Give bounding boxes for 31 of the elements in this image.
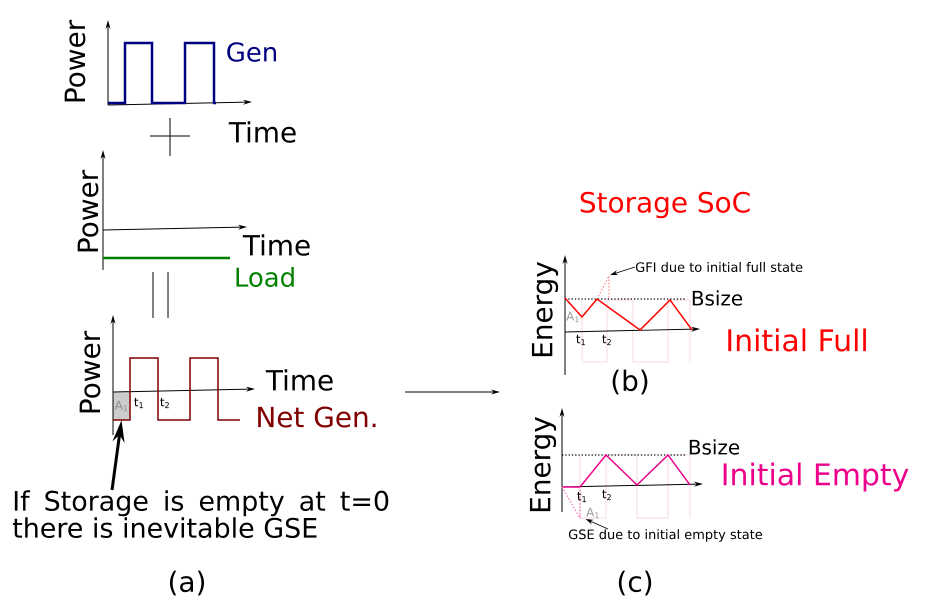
- label: Bsize: [690, 439, 740, 455]
- note-text: If Storage is empty at t=0 there is inevitable GSE: [12, 490, 388, 538]
- label: Time: [242, 234, 310, 256]
- label: A$_{1}$: [566, 312, 579, 322]
- area-label: A$_{1}$: [586, 508, 599, 518]
- label: Load: [236, 266, 294, 287]
- label: (b): [612, 370, 648, 394]
- label: Storage SoC: [580, 192, 750, 218]
- label: (c): [618, 570, 652, 596]
- label: Initial Empty: [724, 462, 908, 492]
- label: Initial Full: [728, 328, 866, 352]
- label: t$_{2}$: [160, 398, 169, 408]
- label: t$_{1}$: [576, 334, 585, 346]
- axis-label: Power: [80, 330, 100, 412]
- label: t$_{1}$: [134, 398, 143, 408]
- label: Time: [228, 121, 296, 143]
- label: (a): [170, 570, 204, 596]
- axis-label: Energy: [532, 262, 558, 356]
- callout-text: GSE due to initial empty state: [568, 529, 762, 542]
- label: Time: [266, 369, 333, 391]
- axis-label: Power: [64, 20, 86, 102]
- callout-text: GFI due to initial full state: [636, 262, 802, 272]
- axis-label: Energy: [530, 416, 556, 512]
- shaded-area-label: A$_{1}$: [114, 400, 128, 412]
- label: Net Gen.: [258, 406, 376, 428]
- label: t$_{2}$: [602, 334, 611, 346]
- label: t$_{2}$: [602, 490, 611, 500]
- axis-label: Power: [78, 170, 98, 252]
- label: Gen: [227, 42, 276, 62]
- label: Bsize: [692, 290, 742, 306]
- label: t$_{1}$: [577, 492, 586, 502]
